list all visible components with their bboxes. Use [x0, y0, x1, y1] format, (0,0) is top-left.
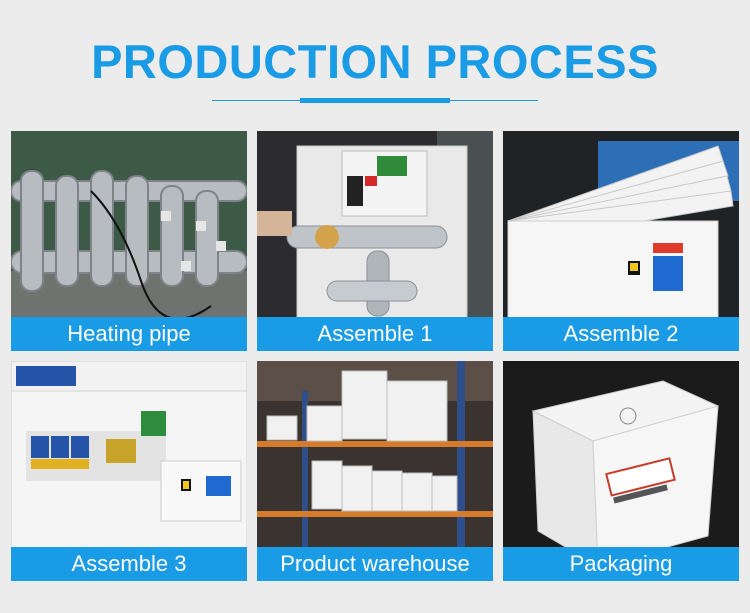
tile-assemble-3: Assemble 3 — [11, 361, 247, 581]
tile-heating-pipe: Heating pipe — [11, 131, 247, 351]
page-title: PRODUCTION PROCESS — [91, 35, 659, 88]
caption-assemble-2: Assemble 2 — [503, 317, 739, 351]
title-divider-accent — [300, 98, 450, 103]
caption-assemble-3: Assemble 3 — [11, 547, 247, 581]
caption-assemble-1: Assemble 1 — [257, 317, 493, 351]
assemble-1-photo — [257, 131, 493, 351]
tile-product-warehouse: Product warehouse — [257, 361, 493, 581]
tile-packaging: Packaging — [503, 361, 739, 581]
tile-assemble-1: Assemble 1 — [257, 131, 493, 351]
caption-heating-pipe: Heating pipe — [11, 317, 247, 351]
packaging-photo — [503, 361, 739, 581]
product-warehouse-photo — [257, 361, 493, 581]
caption-product-warehouse: Product warehouse — [257, 547, 493, 581]
caption-packaging: Packaging — [503, 547, 739, 581]
tile-assemble-2: Assemble 2 — [503, 131, 739, 351]
